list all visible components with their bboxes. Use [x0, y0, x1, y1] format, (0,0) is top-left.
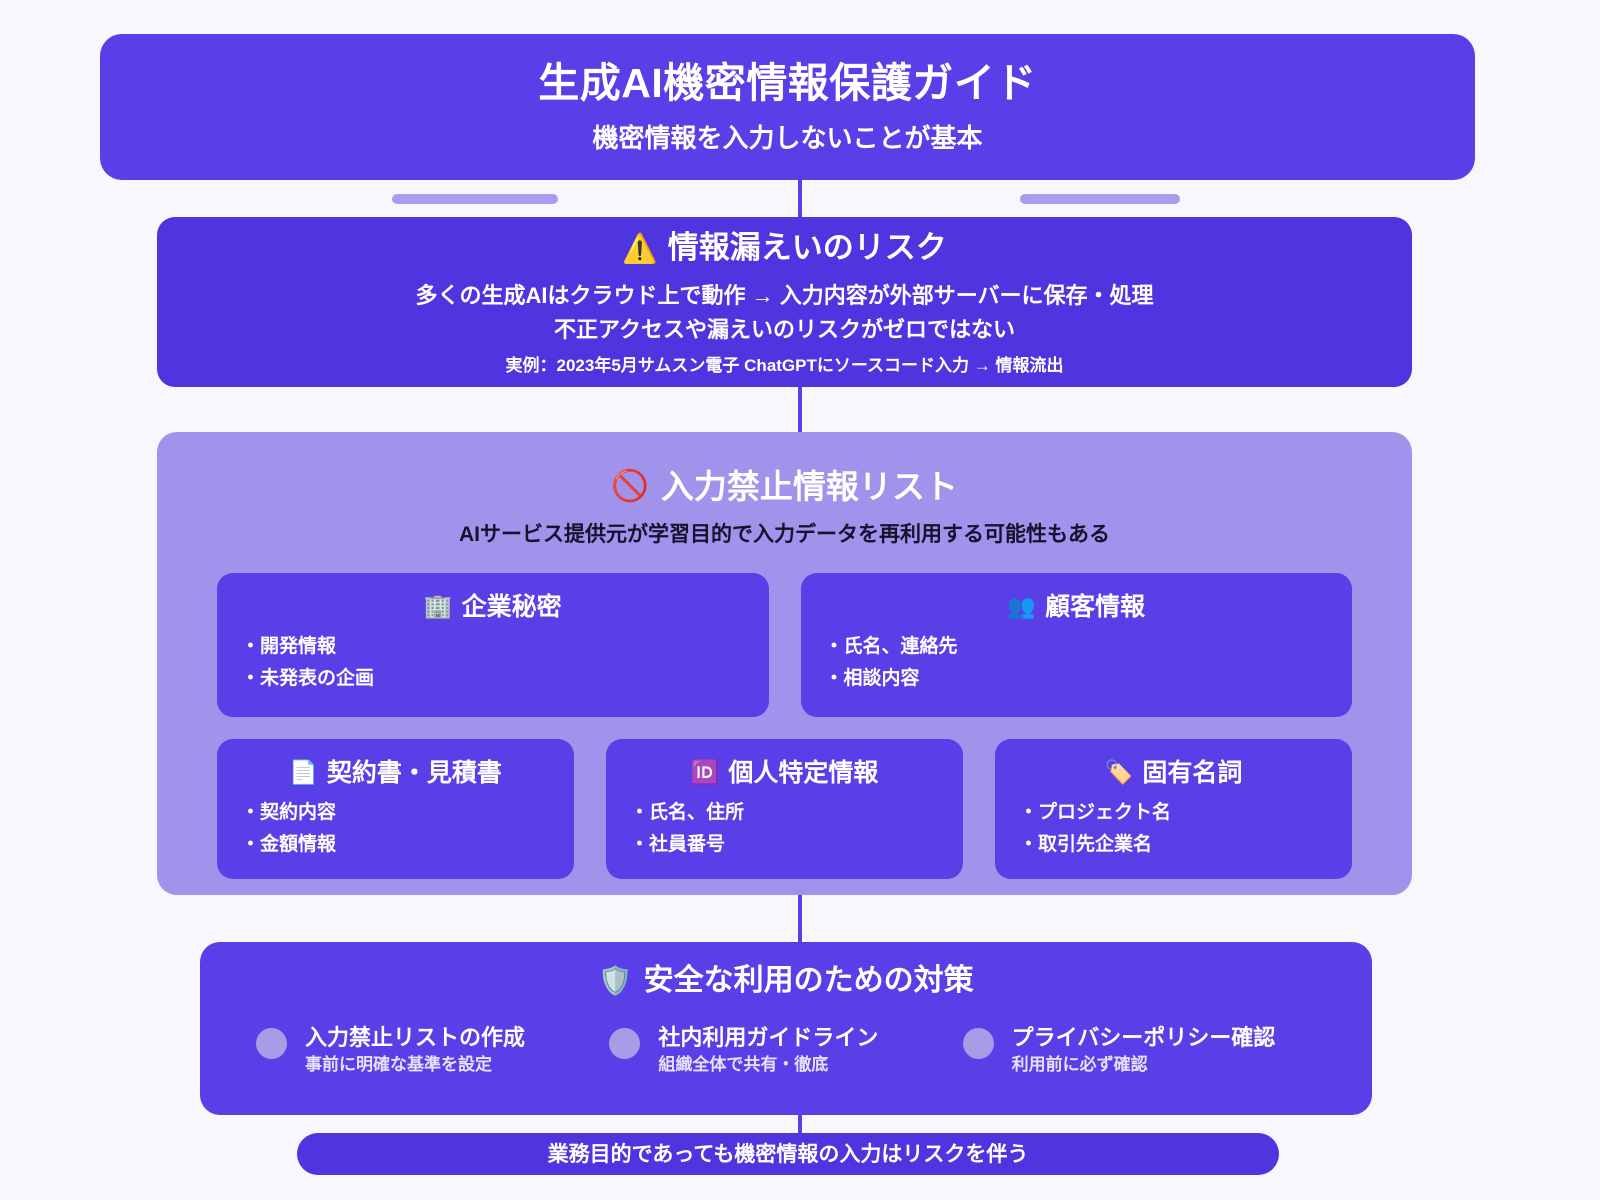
- list-item: 未発表の企画: [241, 666, 745, 692]
- list-item: 金額情報: [241, 832, 550, 858]
- list-item: 開発情報: [241, 634, 745, 660]
- label-tag-icon: 🏷️: [1104, 760, 1134, 787]
- measures-card: 🛡️ 安全な利用のための対策 入力禁止リストの作成 事前に明確な基準を設定 社内…: [200, 942, 1372, 1115]
- category-items: 氏名、住所 社員番号: [630, 800, 939, 857]
- risk-title-row: ⚠️ 情報漏えいのリスク: [622, 231, 947, 265]
- list-item: 取引先企業名: [1019, 832, 1328, 858]
- measure-label: 社内利用ガイドライン: [658, 1024, 879, 1050]
- category-title: 顧客情報: [1045, 593, 1146, 622]
- page-subtitle: 機密情報を入力しないことが基本: [592, 123, 983, 154]
- category-title: 固有名詞: [1142, 759, 1243, 788]
- measure-label: 入力禁止リストの作成: [305, 1024, 526, 1050]
- footer-banner: 業務目的であっても機密情報の入力はリスクを伴う: [297, 1133, 1279, 1175]
- measures-title-row: 🛡️ 安全な利用のための対策: [200, 964, 1372, 999]
- connector-list-to-measures: [798, 895, 802, 942]
- list-item: 社員番号: [630, 832, 939, 858]
- measures-title: 安全な利用のための対策: [643, 964, 974, 997]
- decor-bar-right: [1020, 194, 1180, 204]
- list-item: 相談内容: [825, 666, 1329, 692]
- people-icon: 👥: [1007, 594, 1037, 621]
- category-card-contract-quote: 📄 契約書・見積書 契約内容 金額情報: [217, 739, 574, 880]
- measure-label: プライバシーポリシー確認: [1011, 1024, 1276, 1050]
- list-item: 契約内容: [241, 800, 550, 826]
- bullet-dot-icon: [609, 1027, 641, 1059]
- measure-text: プライバシーポリシー確認 利用前に必ず確認: [1012, 1025, 1276, 1075]
- page-title: 生成AI機密情報保護ガイド: [538, 60, 1037, 107]
- footer-text: 業務目的であっても機密情報の入力はリスクを伴う: [547, 1142, 1029, 1166]
- category-title: 個人特定情報: [728, 759, 879, 788]
- risk-line-2: 不正アクセスや漏えいのリスクがゼロではない: [554, 317, 1015, 343]
- category-row-1: 🏢 企業秘密 開発情報 未発表の企画 👥 顧客情報 氏名、連絡先 相談内容: [217, 573, 1352, 718]
- prohibited-icon: 🚫: [611, 468, 649, 504]
- measure-description: 利用前に必ず確認: [1011, 1054, 1148, 1074]
- list-item: 氏名、連絡先: [825, 634, 1329, 660]
- connector-header-to-risk: [798, 180, 802, 218]
- category-title: 企業秘密: [461, 593, 562, 622]
- header-card: 生成AI機密情報保護ガイド 機密情報を入力しないことが基本: [100, 34, 1475, 180]
- connector-measures-to-footer: [798, 1115, 802, 1135]
- list-item: プロジェクト名: [1019, 800, 1328, 826]
- decor-bar-left: [392, 194, 558, 204]
- category-row-2: 📄 契約書・見積書 契約内容 金額情報 🆔 個人特定情報 氏名、住所 社員番号: [217, 739, 1352, 880]
- forbidden-list-panel: 🚫 入力禁止情報リスト AIサービス提供元が学習目的で入力データを再利用する可能…: [157, 432, 1412, 895]
- connector-risk-to-list: [798, 387, 802, 432]
- measure-description: 事前に明確な基準を設定: [305, 1054, 492, 1074]
- risk-title: 情報漏えいのリスク: [667, 230, 947, 266]
- category-items: 契約内容 金額情報: [241, 800, 550, 857]
- category-title-row: 🏢 企業秘密: [241, 593, 745, 622]
- measure-item-internal-guideline: 社内利用ガイドライン 組織全体で共有・徹底: [609, 1025, 962, 1075]
- category-items: プロジェクト名 取引先企業名: [1019, 800, 1328, 857]
- measure-text: 社内利用ガイドライン 組織全体で共有・徹底: [658, 1025, 878, 1075]
- category-title-row: 👥 顧客情報: [825, 593, 1329, 622]
- category-card-customer-info: 👥 顧客情報 氏名、連絡先 相談内容: [800, 573, 1352, 718]
- risk-example-note: 実例：2023年5月サムスン電子 ChatGPTにソースコード入力 → 情報流出: [505, 356, 1064, 376]
- category-title-row: 📄 契約書・見積書: [241, 759, 550, 788]
- measure-item-privacy-policy: プライバシーポリシー確認 利用前に必ず確認: [962, 1025, 1316, 1075]
- category-title-row: 🏷️ 固有名詞: [1019, 759, 1328, 788]
- bullet-dot-icon: [962, 1027, 994, 1059]
- warning-icon: ⚠️: [622, 231, 658, 265]
- measure-item-input-ban-list: 入力禁止リストの作成 事前に明確な基準を設定: [256, 1025, 609, 1075]
- category-card-personal-id: 🆔 個人特定情報 氏名、住所 社員番号: [606, 739, 963, 880]
- risk-line-1: 多くの生成AIはクラウド上で動作 → 入力内容が外部サーバーに保存・処理: [415, 283, 1154, 309]
- document-icon: 📄: [289, 760, 318, 787]
- category-items: 開発情報 未発表の企画: [241, 634, 745, 691]
- bullet-dot-icon: [256, 1027, 287, 1059]
- category-card-proper-noun: 🏷️ 固有名詞 プロジェクト名 取引先企業名: [995, 739, 1352, 880]
- risk-card: ⚠️ 情報漏えいのリスク 多くの生成AIはクラウド上で動作 → 入力内容が外部サ…: [157, 217, 1412, 387]
- measures-row: 入力禁止リストの作成 事前に明確な基準を設定 社内利用ガイドライン 組織全体で共…: [200, 1025, 1372, 1075]
- category-card-corporate-secret: 🏢 企業秘密 開発情報 未発表の企画: [217, 573, 769, 718]
- forbidden-title: 入力禁止情報リスト: [660, 468, 958, 505]
- measure-text: 入力禁止リストの作成 事前に明確な基準を設定: [305, 1025, 525, 1075]
- shield-icon: 🛡️: [598, 964, 633, 998]
- office-building-icon: 🏢: [423, 594, 453, 621]
- category-items: 氏名、連絡先 相談内容: [825, 634, 1329, 691]
- forbidden-title-row: 🚫 入力禁止情報リスト: [217, 468, 1352, 506]
- id-badge-icon: 🆔: [690, 760, 720, 787]
- measure-description: 組織全体で共有・徹底: [658, 1054, 829, 1074]
- category-title-row: 🆔 個人特定情報: [630, 759, 939, 788]
- list-item: 氏名、住所: [630, 800, 939, 826]
- category-title: 契約書・見積書: [326, 759, 502, 788]
- forbidden-subtitle: AIサービス提供元が学習目的で入力データを再利用する可能性もある: [459, 522, 1110, 546]
